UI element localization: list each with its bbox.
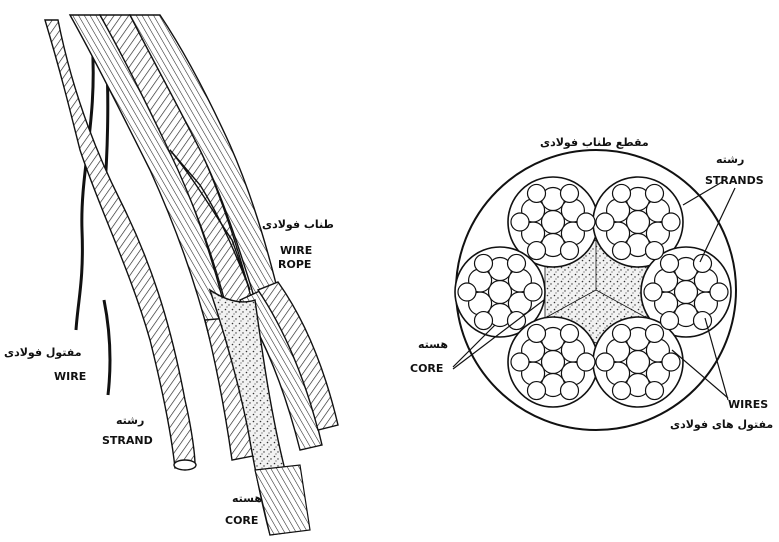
wire-rope-drawing (45, 15, 338, 535)
wire-circle (646, 184, 664, 202)
wire-circle (528, 184, 546, 202)
wire-circle (646, 242, 664, 260)
wire-circle (561, 184, 579, 202)
wire-circle (662, 353, 680, 371)
wire-circle (542, 351, 565, 374)
wire-circle (528, 242, 546, 260)
strands-label-en: STRANDS (705, 174, 764, 187)
wire-circle (475, 254, 493, 272)
wire-circle (561, 242, 579, 260)
wire-circle (613, 184, 631, 202)
wire-circle (561, 324, 579, 342)
wire-circle (694, 312, 712, 330)
wire-circle (613, 382, 631, 400)
wire-circle (528, 382, 546, 400)
core-label-fa: هسته (232, 492, 262, 505)
wire-circle (627, 351, 650, 374)
wire-circle (561, 382, 579, 400)
wire-rope-label-en-1: WIRE (280, 244, 312, 257)
core-section-label-fa: هسته (418, 338, 448, 351)
wire-circle (710, 283, 728, 301)
strands-label-fa: رشته (716, 153, 744, 166)
core-label-en: CORE (225, 514, 258, 527)
wires-label-fa: مفتول های فولادی (670, 418, 773, 431)
wire-circle (511, 213, 529, 231)
wire-circle (646, 324, 664, 342)
wire-circle (489, 281, 512, 304)
wire-rope-label-fa: طناب فولادی (262, 218, 334, 231)
cross-section-title: مقطع طناب فولادی (540, 136, 649, 149)
wire-label-fa: مفتول فولادی (4, 346, 82, 359)
wire-circle (596, 213, 614, 231)
wire-circle (577, 353, 595, 371)
wire-circle (661, 312, 679, 330)
wire-circle (528, 324, 546, 342)
wire-circle (644, 283, 662, 301)
wire-circle (577, 213, 595, 231)
wires-label-en: WIRES (728, 398, 768, 411)
wire-circle (475, 312, 493, 330)
wire-circle (613, 242, 631, 260)
strand-label-en: STRAND (102, 434, 153, 447)
wire-rope-label-en-2: ROPE (278, 258, 311, 271)
wire-label-en: WIRE (54, 370, 86, 383)
wire-circle (613, 324, 631, 342)
wire-circle (596, 353, 614, 371)
wire-circle (675, 281, 698, 304)
strand-label-fa: رشته (116, 414, 144, 427)
wire-circle (646, 382, 664, 400)
core-section-label-en: CORE (410, 362, 443, 375)
strand-end (174, 460, 196, 470)
wire-circle (524, 283, 542, 301)
wire-circle (661, 254, 679, 272)
rope-cross-section (453, 150, 736, 430)
wire-circle (662, 213, 680, 231)
wire-circle (542, 211, 565, 234)
wire-circle (508, 254, 526, 272)
wire-circle (627, 211, 650, 234)
wire-circle (458, 283, 476, 301)
wire-circle (511, 353, 529, 371)
